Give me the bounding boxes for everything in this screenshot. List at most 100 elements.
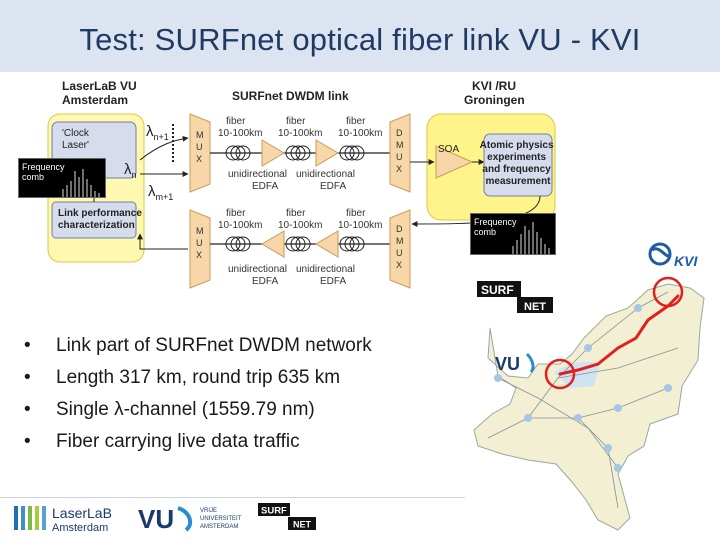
diagram-canvas: LaserLaB VU Amsterdam SURFnet DWDM link …: [47, 79, 556, 289]
site-right-line2: Groningen: [464, 93, 525, 107]
dmux-upper-l4: X: [396, 164, 402, 174]
lambda-n1-label: λn+1: [146, 123, 169, 142]
frequency-comb-right: Frequency comb: [470, 213, 556, 255]
surfnet-logo: SURF NET: [477, 281, 553, 313]
kvi-logo-text: KVI: [674, 253, 698, 269]
surf-logo-text: SURF: [481, 283, 514, 297]
clock-laser-line1: 'Clock: [62, 128, 90, 139]
footer-divider: [0, 497, 465, 498]
vu-map-logo: VU: [495, 352, 535, 374]
site-left-label: LaserLaB VU Amsterdam: [62, 79, 140, 107]
soa-label: SOA: [438, 144, 459, 155]
mux-upper: [189, 113, 211, 193]
bullet-text: Fiber carrying live data traffic: [56, 431, 300, 452]
site-left-line2: Amsterdam: [62, 93, 128, 107]
laserlab-logo: LaserLaB Amsterdam: [14, 505, 112, 534]
fiber-link-diagram: LaserLaB VU Amsterdam SURFnet DWDM link …: [0, 74, 720, 322]
bullet-item: • Single λ-channel (1559.79 nm): [24, 394, 454, 426]
lambda-n-label: λn: [124, 161, 137, 180]
vu-university-logo: VU VRIJE UNIVERSITEIT AMSTERDAM: [138, 504, 243, 534]
site-right-line1: KVI /RU: [472, 79, 516, 93]
map-city-dots: [494, 304, 672, 472]
dmux-upper: [389, 113, 411, 193]
soa-amplifier: [435, 145, 474, 179]
dmux-lower-label: D M U X: [396, 224, 406, 270]
fiber-spool-4: [225, 236, 251, 252]
mux-upper-l1: M: [196, 130, 204, 140]
bullet-dot: •: [24, 399, 31, 420]
map-land: [473, 283, 705, 531]
route-vu-kvi: [558, 294, 680, 376]
comb-spectrum-right: [512, 222, 550, 254]
laserlab-logo-text: LaserLaB: [52, 505, 112, 521]
bullet-text: Link part of SURFnet DWDM network: [56, 335, 372, 356]
mux-lower-l2: U: [196, 238, 203, 248]
bullet-text: Length 317 km, round trip 635 km: [56, 367, 341, 388]
atomic-l2: experiments: [487, 152, 546, 163]
atomic-l1: Atomic physics: [480, 140, 554, 151]
bullet-item: •Length 317 km, round trip 635 km: [24, 362, 454, 394]
fiber-spool-3: [339, 145, 365, 161]
edfa-upper-1: [261, 139, 285, 167]
bullet-list: •Link part of SURFnet DWDM network •Leng…: [24, 330, 454, 458]
dmux-lower-l1: D: [396, 224, 403, 234]
network-title: SURFnet DWDM link: [232, 89, 349, 103]
frequency-comb-right-label: Frequency comb: [474, 217, 517, 237]
clock-laser-line2: Laser': [62, 140, 89, 151]
surf-footer-text: SURF: [261, 506, 287, 517]
fiber-spool-6: [339, 236, 365, 252]
net-logo-text: NET: [524, 301, 546, 313]
net-footer-text: NET: [293, 520, 312, 530]
amsterdam-marker: [544, 358, 576, 390]
dmux-upper-l2: M: [396, 140, 404, 150]
dmux-lower: [389, 209, 411, 289]
dmux-lower-l2: M: [396, 236, 404, 246]
dmux-upper-l3: U: [396, 152, 403, 162]
dmux-upper-label: D M U X: [396, 128, 406, 174]
fiber-spool-1: [225, 145, 251, 161]
bullet-dot: •: [24, 335, 31, 356]
lambda-m1-label: λm+1: [148, 183, 173, 202]
clock-laser-label: 'Clock Laser': [62, 128, 92, 151]
bullet-item: • Link part of SURFnet DWDM network: [24, 330, 454, 362]
dmux-lower-l4: X: [396, 260, 402, 270]
netherlands-network-map: [468, 268, 720, 540]
link-performance-label: Link performance characterization: [58, 208, 145, 231]
fiber-spool-2: [285, 145, 311, 161]
vu-university-text: VRIJE UNIVERSITEIT AMSTERDAM: [200, 508, 243, 530]
mux-lower-l1: M: [196, 226, 204, 236]
slide-title: Test: SURFnet optical fiber link VU - KV…: [79, 22, 641, 57]
return-arrow: [137, 233, 188, 250]
groningen-marker: [652, 276, 684, 308]
atomic-l4: measurement: [485, 176, 551, 187]
vu-uni-l1: VRIJE: [200, 508, 217, 514]
amsterdam-logo-text: Amsterdam: [52, 522, 108, 534]
bullet-dot: •: [24, 431, 31, 452]
mux-lower-l3: X: [196, 250, 202, 260]
mux-lower: [189, 209, 211, 289]
bullet-item: • Fiber carrying live data traffic: [24, 426, 454, 458]
title-band: [0, 0, 720, 72]
mux-lower-label: M U X: [196, 226, 206, 260]
kvi-logo: KVI: [648, 242, 698, 269]
dmux-lower-l3: U: [396, 248, 403, 258]
vu-logo-text: VU: [138, 504, 174, 534]
vu-uni-l3: AMSTERDAM: [200, 524, 238, 530]
atomic-physics-box: [483, 133, 553, 197]
atomic-l3: and frequency: [482, 164, 551, 175]
bullet-text: Single λ-channel (1559.79 nm): [56, 399, 315, 420]
link-performance-line2: characterization: [58, 220, 135, 231]
vu-map-logo-text: VU: [495, 354, 520, 374]
edfa-upper-2: [315, 139, 339, 167]
comb-spectrum-left: [62, 169, 100, 197]
dmux-upper-l1: D: [396, 128, 403, 138]
